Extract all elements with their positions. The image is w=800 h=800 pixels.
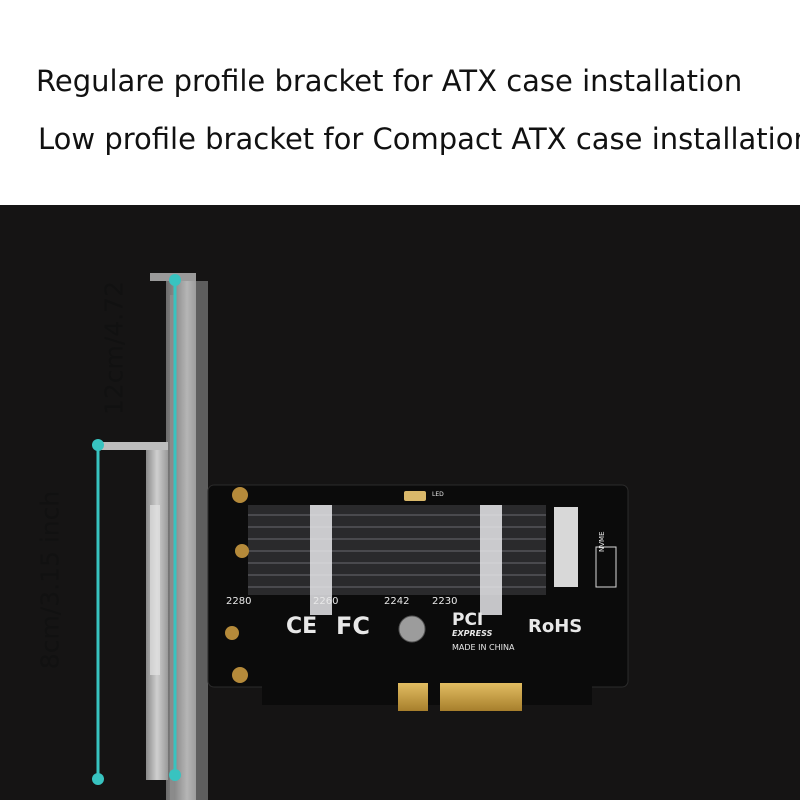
- product-photo: [0, 205, 800, 800]
- led-label: LED: [432, 491, 444, 498]
- size-2260-label: 2260: [313, 596, 339, 607]
- caption-area: Regulare profile bracket for ATX case in…: [0, 0, 800, 205]
- low-profile-bracket: [100, 442, 168, 780]
- low-profile-height-label: 8cm/3.15 inch: [35, 490, 65, 670]
- ce-mark: CE: [286, 614, 318, 639]
- express-logo-text: EXPRESS: [452, 629, 493, 638]
- size-2230-label: 2230: [432, 596, 458, 607]
- screw-top: [232, 487, 248, 503]
- status-led: [404, 491, 426, 501]
- pci-logo-text: PCI: [452, 610, 484, 630]
- gold-fingers-long: [440, 683, 522, 711]
- dimension-regular: [169, 274, 181, 781]
- regular-height-label: 12cm/4.72: [99, 281, 129, 415]
- size-2242-label: 2242: [384, 596, 410, 607]
- capacitor: [398, 615, 426, 643]
- size-2280-label: 2280: [226, 596, 252, 607]
- gold-fingers-short: [398, 683, 428, 711]
- caption-line-regular: Regulare profile bracket for ATX case in…: [36, 64, 743, 98]
- fc-mark: FC: [336, 612, 371, 640]
- dimension-low-profile: [92, 439, 104, 785]
- screw-mid: [225, 626, 239, 640]
- nvme-label: NVME: [598, 531, 606, 553]
- made-in-label: MADE IN CHINA: [452, 643, 515, 652]
- adapter-card: [207, 484, 629, 711]
- rohs-mark: RoHS: [528, 616, 583, 637]
- m2-slot: [554, 507, 578, 587]
- caption-line-low-profile: Low profile bracket for Compact ATX case…: [38, 122, 800, 156]
- screw-bottom: [232, 667, 248, 683]
- regular-profile-bracket: [150, 273, 208, 800]
